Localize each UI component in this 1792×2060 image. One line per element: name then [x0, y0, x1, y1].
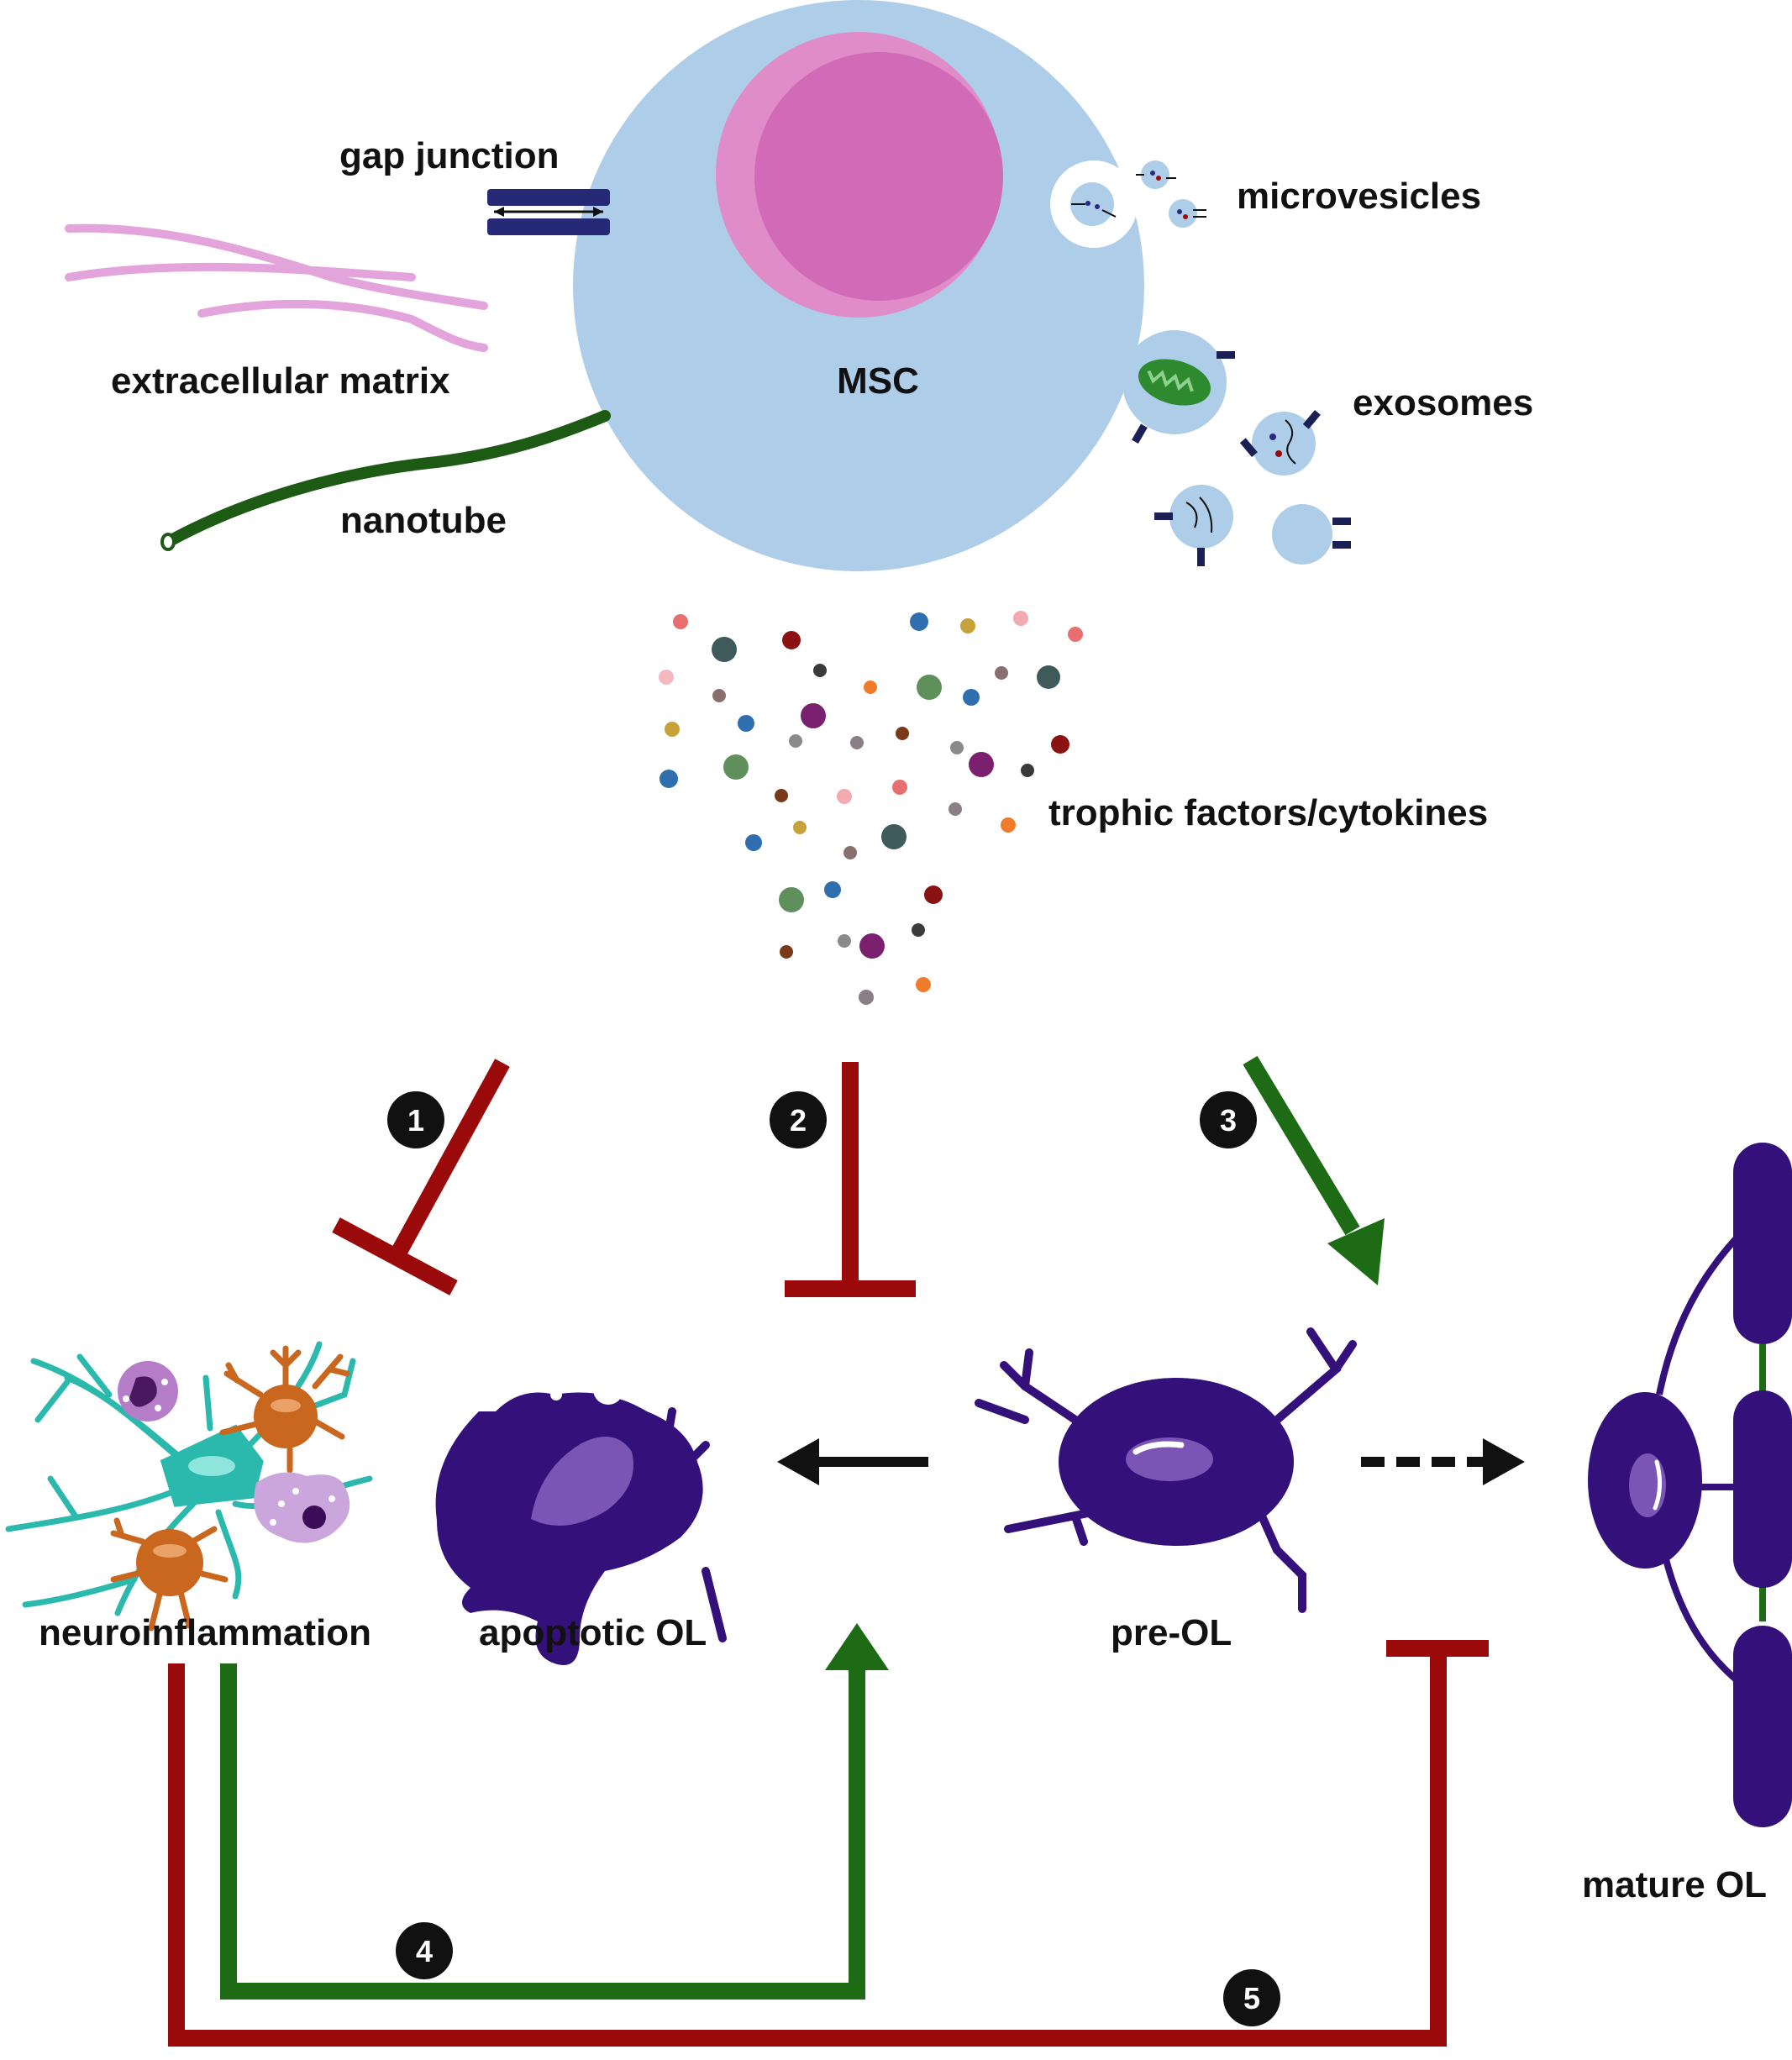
- cytokine-dot: [912, 923, 925, 937]
- mature-ol-label: mature OL: [1582, 1864, 1767, 1905]
- cytokine-dot: [896, 727, 909, 740]
- neuroinflammation-cluster: [5, 1341, 373, 1632]
- cytokine-dot: [793, 821, 807, 834]
- neuroinflammation-label: neuroinflammation: [39, 1612, 371, 1653]
- cytokine-dot: [910, 612, 928, 631]
- cytokine-dot: [859, 990, 874, 1005]
- step-marker-circle: [770, 1091, 827, 1148]
- cytokine-dot: [782, 631, 801, 649]
- cytokine-dot: [916, 977, 931, 992]
- cytokine-dot: [843, 846, 857, 859]
- gap-junction-label: gap junction: [339, 135, 560, 176]
- cytokine-dot: [949, 802, 962, 816]
- cytokine-dot: [673, 614, 688, 629]
- msc-cell: MSC: [573, 0, 1144, 571]
- cytokine-dot: [665, 722, 680, 737]
- cytokine-dot: [917, 675, 942, 700]
- cytokine-dot: [1037, 665, 1060, 689]
- cytokine-dot: [789, 734, 802, 748]
- nanotube-icon: [160, 410, 611, 551]
- mature-ol-icon: [1588, 1143, 1792, 1827]
- step-marker-number: 2: [790, 1103, 807, 1138]
- gap-junction-icon: [487, 189, 610, 235]
- nanotube-label: nanotube: [340, 500, 507, 541]
- arrow-to-apoptosis: [777, 1438, 928, 1485]
- cytokine-dot: [892, 780, 907, 795]
- step-marker-circle: [396, 1922, 453, 1979]
- microvesicles-label: microvesicles: [1237, 176, 1481, 217]
- step-marker-number: 3: [1220, 1103, 1237, 1138]
- inhibit-arrow-1: [332, 1059, 510, 1295]
- step-marker-number: 1: [407, 1103, 424, 1138]
- cytokine-dot: [837, 789, 852, 804]
- inhibit-arrow-2: [785, 1062, 916, 1297]
- trophic-factors-dots: [659, 611, 1083, 1005]
- cytokine-dot: [779, 887, 804, 912]
- msc-label: MSC: [837, 360, 919, 402]
- cytokine-dot: [950, 741, 964, 754]
- pre-ol-label: pre-OL: [1111, 1612, 1232, 1653]
- step-marker-circle: [1223, 1969, 1280, 2026]
- apoptotic-ol-label: apoptotic OL: [479, 1612, 707, 1653]
- exosome-icon: [1122, 330, 1351, 566]
- step-marker-number: 5: [1243, 1981, 1260, 2015]
- cytokine-dot: [963, 689, 980, 706]
- mitochondrion-icon: [1138, 359, 1211, 406]
- cytokine-dot: [1068, 627, 1083, 642]
- cytokine-dot: [824, 881, 841, 898]
- cytokine-dot: [881, 824, 907, 849]
- step-marker-number: 4: [416, 1934, 433, 1968]
- microglia-icon: [118, 1361, 178, 1422]
- extracellular-matrix-icon: [65, 223, 488, 352]
- trophic-factors-label: trophic factors/cytokines: [1048, 792, 1488, 833]
- macrophage-icon: [254, 1472, 350, 1543]
- microglia-icon: [110, 1517, 229, 1632]
- cytokine-dot: [960, 618, 975, 633]
- cytokine-dot: [969, 752, 994, 777]
- promote-arrow-3: [1243, 1055, 1385, 1285]
- cytokine-dot: [738, 715, 754, 732]
- cytokine-dot: [859, 933, 885, 959]
- cytokine-dot: [995, 666, 1008, 680]
- apoptotic-ol-icon: [435, 1374, 727, 1665]
- step-marker-circle: [1200, 1091, 1257, 1148]
- microvesicle-icon: [1050, 160, 1206, 248]
- cytokine-dot: [924, 885, 943, 904]
- cytokine-dot: [775, 789, 788, 802]
- cytokine-dot: [1001, 817, 1016, 833]
- cytokine-dot: [801, 703, 826, 728]
- cytokine-dot: [745, 834, 762, 851]
- inhibit-arrow-5: [168, 1640, 1489, 2047]
- cytokine-dot: [850, 736, 864, 749]
- cytokine-dot: [660, 770, 678, 788]
- extracellular-matrix-label: extracellular matrix: [111, 360, 450, 402]
- cytokine-dot: [813, 664, 827, 677]
- exosomes-label: exosomes: [1353, 382, 1533, 423]
- cytokine-dot: [1051, 735, 1069, 754]
- step-marker-circle: [387, 1091, 444, 1148]
- promote-arrow-4: [220, 1623, 889, 2000]
- cytokine-dot: [712, 637, 737, 662]
- cytokine-dot: [723, 754, 749, 780]
- cytokine-dot: [780, 945, 793, 959]
- cytokine-dot: [838, 934, 851, 948]
- pre-ol-icon: [975, 1327, 1357, 1613]
- cytokine-dot: [1021, 764, 1034, 777]
- cytokine-dot: [1013, 611, 1028, 626]
- cytokine-dot: [712, 689, 726, 702]
- microglia-icon: [219, 1345, 350, 1474]
- cytokine-dot: [659, 670, 674, 685]
- cytokine-dot: [864, 681, 877, 694]
- step-markers: 1 2 3 4 5: [387, 1091, 1280, 2026]
- arrow-to-maturation: [1361, 1438, 1525, 1485]
